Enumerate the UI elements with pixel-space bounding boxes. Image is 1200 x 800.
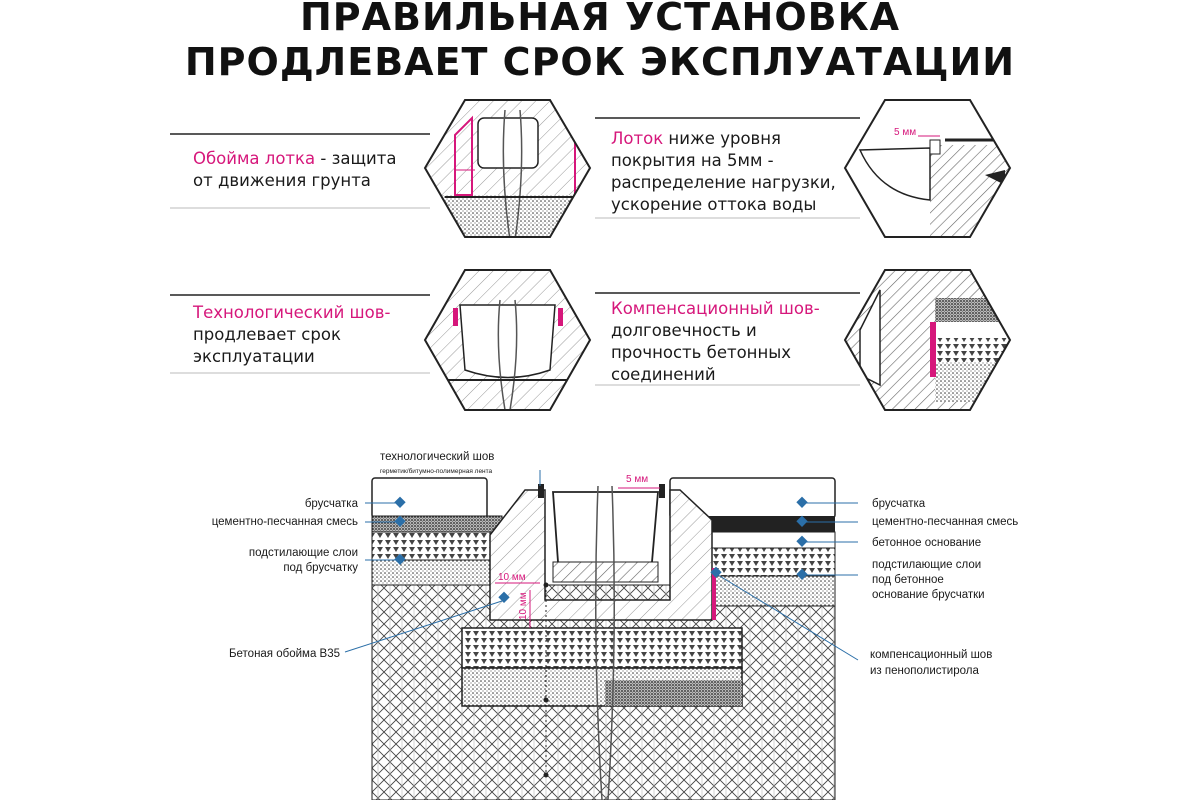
main-cross-section bbox=[371, 477, 836, 800]
label-tech-seam: технологический шов bbox=[380, 451, 495, 463]
hexagon-detail-comp-seam bbox=[843, 269, 1012, 411]
feature-band-4 bbox=[595, 292, 860, 386]
leader-lines bbox=[344, 470, 859, 661]
feature-comp-text-3: прочность бетонных bbox=[611, 343, 792, 362]
hexagon-detail-tech-seam bbox=[423, 269, 592, 411]
gap-label-top: 5 мм bbox=[894, 127, 916, 138]
label-left-concrete-cage: Бетоная обойма В35 bbox=[228, 648, 340, 660]
label-right-comp-seam-2: из пенополистирола bbox=[870, 665, 979, 677]
title-line-2: ПРОДЛЕВАЕТ СРОК ЭКСПЛУАТАЦИИ bbox=[184, 40, 1016, 84]
label-left-underlay-2: под брусчатку bbox=[283, 562, 358, 574]
feature-comp-seam: Компенсационный шов- долговечность и про… bbox=[611, 298, 851, 386]
label-left-cement-sand: цементно-песчанная смесь bbox=[211, 516, 358, 528]
feature-tray-text-2: покрытия на 5мм - bbox=[611, 151, 774, 170]
feature-comp-highlight: Компенсационный шов bbox=[611, 299, 814, 318]
feature-cage: Обойма лотка - защита от движения грунта bbox=[193, 148, 413, 192]
label-left-underlay-1: подстилающие слои bbox=[248, 547, 358, 559]
label-right-underlay-3: основание брусчатки bbox=[872, 589, 985, 601]
label-right-comp-seam-1: компенсационный шов bbox=[870, 649, 993, 661]
hexagon-detail-gap: 5 мм bbox=[843, 99, 1012, 238]
label-right-underlay-1: подстилающие слои bbox=[872, 559, 982, 571]
dimension-gap-main: 5 мм bbox=[626, 474, 648, 485]
feature-band-1 bbox=[170, 133, 430, 209]
feature-tech-seam: Технологический шов- продлевает срок экс… bbox=[193, 302, 413, 368]
feature-tray-text-3: распределение нагрузки, bbox=[611, 173, 836, 192]
feature-comp-text-4: соединений bbox=[611, 365, 716, 384]
feature-cage-text-1: - защита bbox=[315, 149, 397, 168]
feature-tray-text-1: ниже уровня bbox=[663, 129, 781, 148]
feature-band-3 bbox=[170, 294, 430, 374]
feature-tray-level: Лоток ниже уровня покрытия на 5мм - расп… bbox=[611, 128, 851, 216]
hexagon-detail-cage bbox=[423, 99, 592, 238]
feature-cage-highlight: Обойма лотка bbox=[193, 149, 316, 168]
label-right-concrete-base: бетонное основание bbox=[872, 537, 982, 549]
title-line-1: ПРАВИЛЬНАЯ УСТАНОВКА bbox=[299, 0, 901, 39]
label-left-paving: брусчатка bbox=[304, 498, 358, 510]
feature-cage-text-2: от движения грунта bbox=[193, 171, 371, 190]
dimension-height: 10 мм bbox=[518, 592, 529, 620]
feature-band-2 bbox=[595, 117, 860, 219]
feature-tech-text-3: эксплуатации bbox=[193, 347, 315, 366]
feature-tech-text-2: продлевает срок bbox=[193, 325, 341, 344]
feature-comp-dash: - bbox=[813, 299, 820, 318]
label-tech-seam-sub: герметик/битумно-полимерная лента bbox=[380, 468, 493, 475]
label-right-cement-sand: цементно-песчанная смесь bbox=[872, 516, 1019, 528]
feature-tray-text-4: ускорение оттока воды bbox=[611, 195, 817, 214]
feature-tray-highlight: Лоток bbox=[611, 129, 664, 148]
label-right-underlay-2: под бетонное bbox=[872, 574, 944, 586]
dimension-width: 10 мм bbox=[498, 572, 526, 583]
feature-tech-dash: - bbox=[384, 303, 391, 322]
label-right-paving: брусчатка bbox=[872, 498, 926, 510]
feature-comp-text-2: долговечность и bbox=[611, 321, 757, 340]
feature-tech-highlight: Технологический шов bbox=[193, 303, 385, 322]
